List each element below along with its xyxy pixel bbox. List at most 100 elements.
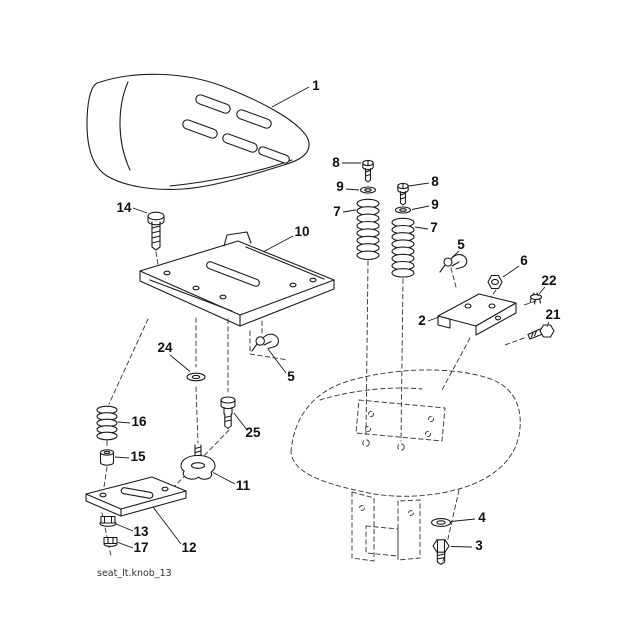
callout-13: 13 <box>133 524 149 539</box>
nut-6 <box>487 274 503 290</box>
clip-arms <box>251 333 279 352</box>
callout-22: 22 <box>541 273 556 288</box>
callout-4: 4 <box>478 510 486 525</box>
bracket-hole <box>464 303 472 309</box>
vent-slot <box>258 146 290 164</box>
callout-25: 25 <box>245 425 261 440</box>
clip-coil <box>255 336 265 346</box>
spring-7-right <box>391 217 415 278</box>
callout-16: 16 <box>131 414 147 429</box>
seat-pan <box>139 231 335 327</box>
callout-21: 21 <box>545 307 561 322</box>
callout-8-left: 8 <box>332 155 340 170</box>
pan-flange <box>139 270 335 327</box>
callout-11: 11 <box>236 478 251 493</box>
chassis-bracket-left <box>351 491 375 562</box>
spring-coil <box>356 250 380 261</box>
callout-12: 12 <box>181 540 196 555</box>
seat-vent-slots <box>182 94 290 164</box>
bracket-hole <box>488 303 496 309</box>
mount-hole <box>424 430 432 438</box>
pan-hole <box>289 282 297 288</box>
nut-facets <box>107 536 114 545</box>
screw-shaft <box>397 182 409 206</box>
plate-hole <box>99 492 107 498</box>
screw-8-left <box>362 159 374 183</box>
spacer-body <box>99 451 115 466</box>
pan-rear-tab <box>223 231 252 247</box>
bolt-head-facets <box>436 539 446 553</box>
washer-4 <box>430 518 452 527</box>
fender-outline <box>290 369 521 497</box>
seat-front-edge <box>169 159 293 187</box>
callout-9-left: 9 <box>336 179 344 194</box>
pan-hole <box>163 270 171 276</box>
plate-flange <box>85 490 187 517</box>
washer-9-right <box>394 206 412 214</box>
callout-14: 14 <box>116 200 132 215</box>
spring-16 <box>96 405 118 441</box>
pan-adjust-slot <box>206 261 260 287</box>
spring-coil <box>391 268 415 278</box>
bracket-hole <box>408 510 414 516</box>
push-nut-22 <box>529 292 543 305</box>
washer-9-left <box>359 186 377 194</box>
leader-lines <box>114 86 550 549</box>
flange-nut-13 <box>99 515 117 527</box>
pan-bend-lines <box>149 246 325 312</box>
spacer-hole <box>103 450 111 455</box>
screw-head <box>220 396 236 404</box>
seat-crease-line <box>119 81 131 171</box>
callout-7-right: 7 <box>430 220 438 235</box>
washer-inner <box>436 520 446 525</box>
bolt-shaft <box>436 552 446 565</box>
bolt-shaft <box>527 328 543 340</box>
callout-3: 3 <box>475 538 483 553</box>
push-nut-body <box>529 294 543 300</box>
washer-inner <box>191 374 201 380</box>
mount-hole <box>367 410 375 418</box>
nut-hole <box>491 278 499 286</box>
bolt-head-hex <box>539 324 555 338</box>
spacer-15 <box>99 449 115 466</box>
bolt-head-hex <box>432 539 450 553</box>
washer-inner <box>364 188 372 192</box>
bolt-shaft <box>147 215 165 251</box>
callout-24: 24 <box>157 340 173 355</box>
seat <box>86 73 310 190</box>
washer-inner <box>399 208 407 212</box>
bracket-hole <box>494 315 502 321</box>
clip-5-upper <box>439 254 468 273</box>
diagram-caption: seat_lt.knob_13 <box>97 568 172 579</box>
fender-contour-line <box>319 387 423 401</box>
washer-24 <box>186 372 206 382</box>
spring-coil <box>96 431 118 441</box>
screw-shaft <box>220 399 236 430</box>
spring-seat-hole <box>397 443 405 451</box>
vent-slot <box>195 94 231 114</box>
callout-17: 17 <box>133 540 148 555</box>
clip-5-lower <box>251 333 279 352</box>
mount-hole <box>364 425 372 433</box>
bolt-21 <box>527 324 555 340</box>
nut-body <box>103 536 118 545</box>
callout-5-lower: 5 <box>287 369 295 384</box>
callout-10: 10 <box>294 224 309 239</box>
spring-seat-hole <box>362 439 370 447</box>
plate-hole <box>161 486 169 492</box>
seat-bracket-2 <box>437 293 517 336</box>
pan-hole <box>219 294 227 300</box>
clip-arms <box>439 254 468 273</box>
vent-slot <box>182 119 218 139</box>
callout-1: 1 <box>312 78 320 93</box>
screw-8-right <box>397 182 409 206</box>
vent-slot <box>236 109 272 129</box>
nut-facets <box>103 515 113 524</box>
chassis-bracket-box <box>365 525 399 557</box>
shoulder-bolt-14 <box>147 211 165 251</box>
callout-7-left: 7 <box>333 204 341 219</box>
callout-5-upper: 5 <box>457 237 465 252</box>
bracket-left-flange <box>437 315 451 329</box>
fender-chassis-reference <box>290 369 521 562</box>
